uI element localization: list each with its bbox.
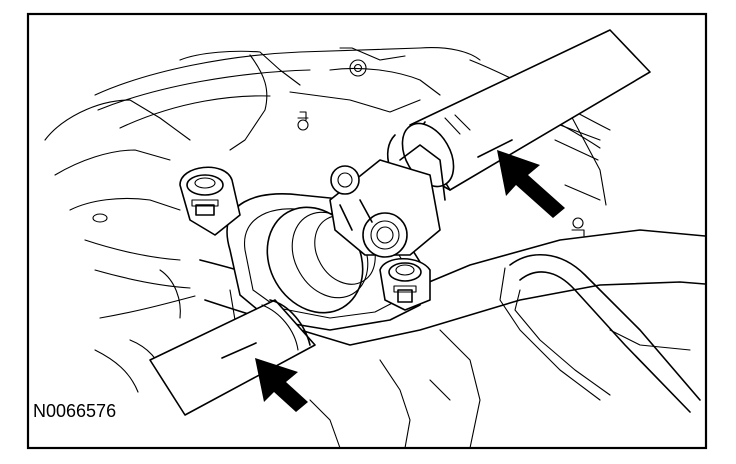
center-bearing-assembly <box>179 144 446 331</box>
alignment-mark-rear <box>477 139 513 158</box>
figure-reference-code: N0066576 <box>33 401 117 421</box>
figure-frame <box>26 12 708 450</box>
front-driveshaft <box>149 299 316 416</box>
arrow-icon <box>255 358 308 412</box>
alignment-mark-front <box>221 342 257 359</box>
arrow-icon <box>497 150 565 218</box>
